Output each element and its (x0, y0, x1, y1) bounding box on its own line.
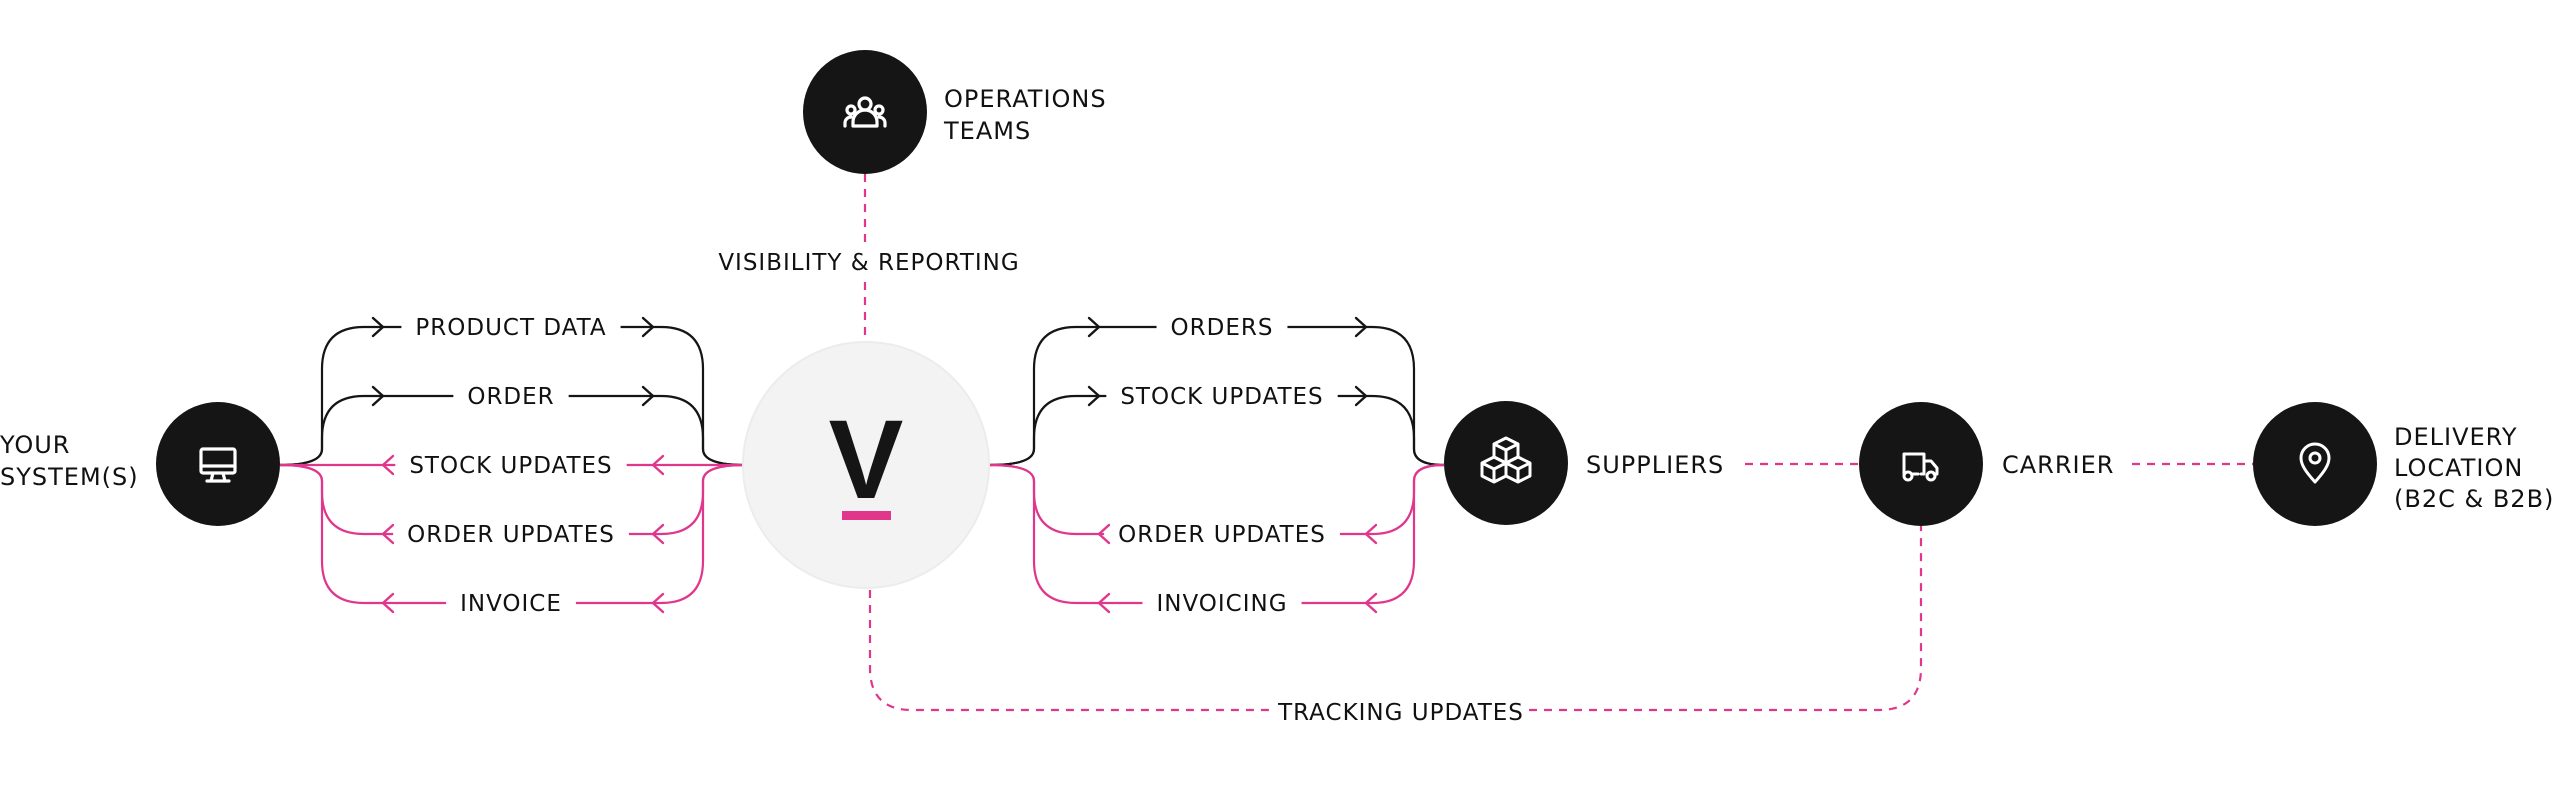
flow-arrow-icon (381, 523, 395, 545)
carrier-label: CARRIER (2002, 451, 2114, 479)
flow-arrow-icon (1364, 523, 1378, 545)
operations-node-circle (803, 50, 927, 174)
flow-arrow-icon (1364, 592, 1378, 614)
flow-arrow-icon (381, 592, 395, 614)
flow-label-gap (1142, 589, 1302, 617)
hub-circle (742, 341, 990, 589)
tracking-dashed-line-left (868, 590, 1274, 712)
monitor-icon (199, 447, 237, 483)
flow-arrow-icon (1087, 316, 1101, 338)
operations-label-line2: TEAMS (943, 117, 1031, 145)
flow-label: INVOICING (1156, 591, 1287, 617)
flow-label-gap (393, 520, 629, 548)
flow-label: STOCK UPDATES (409, 453, 612, 479)
flow-arrow-icon (641, 385, 655, 407)
connectors: PRODUCT DATA ORDER STOCK UPDATES ORDER UPDA… (279, 174, 2253, 712)
flow-label-gap (1106, 382, 1338, 410)
flow-label: ORDER UPDATES (1118, 522, 1326, 548)
flow-arrow-icon (381, 454, 395, 476)
flow-label: PRODUCT DATA (415, 315, 606, 341)
carrier-node: CARRIER (1859, 402, 2114, 526)
flow-label: ORDERS (1171, 315, 1274, 341)
delivery-location-node: DELIVERY LOCATION (B2C & B2B) (2253, 402, 2554, 526)
your-systems-node: YOUR SYSTEM(S) (0, 402, 280, 526)
flow-label: INVOICE (460, 591, 562, 617)
boxes-icon (1480, 436, 1532, 484)
flow-label: ORDER (467, 384, 554, 410)
flow-arrow-icon (371, 316, 385, 338)
flow-arrow-icon (1097, 523, 1111, 545)
flow-arrow-icon (1087, 385, 1101, 407)
flow-label-gap (1104, 520, 1340, 548)
platform-hub: V (742, 341, 990, 589)
delivery-label-line1: DELIVERY (2394, 423, 2517, 451)
flow-arrow-icon (1354, 385, 1368, 407)
tracking-updates-label: TRACKING UPDATES (1277, 700, 1524, 726)
flow-label-gap (446, 589, 576, 617)
suppliers-node: SUPPLIERS (1444, 401, 1724, 525)
hub-logo: V (829, 397, 904, 522)
visibility-reporting-label: VISIBILITY & REPORTING (718, 250, 1019, 276)
flow-arrow-icon (1354, 316, 1368, 338)
location-pin-icon (2299, 442, 2331, 484)
flow-arrow-icon (651, 523, 665, 545)
operations-teams-node: OPERATIONS TEAMS (803, 50, 1107, 174)
flow-arrow-icon (371, 385, 385, 407)
flow-label: STOCK UPDATES (1120, 384, 1323, 410)
operations-label-line1: OPERATIONS (944, 85, 1107, 113)
flow-label: ORDER UPDATES (407, 522, 615, 548)
carrier-node-circle (1859, 402, 1983, 526)
flow-label-gap (1156, 313, 1288, 341)
tracking-dashed-line-right (1529, 526, 1923, 712)
hub-logo-underline (842, 511, 891, 520)
delivery-label-line3: (B2C & B2B) (2394, 485, 2554, 513)
flow-label-gap (401, 313, 621, 341)
flow-arrow-icon (651, 454, 665, 476)
team-icon (843, 96, 887, 128)
your-systems-label-line1: YOUR (0, 431, 70, 459)
flow-arrow-icon (1097, 592, 1111, 614)
truck-icon (1902, 452, 1939, 482)
your-systems-node-circle (156, 402, 280, 526)
suppliers-label: SUPPLIERS (1586, 451, 1724, 479)
flow-arrow-icon (641, 316, 655, 338)
flow-label-gap (395, 451, 627, 479)
flow-label-gap (453, 382, 569, 410)
your-systems-label-line2: SYSTEM(S) (0, 463, 139, 491)
delivery-label-line2: LOCATION (2394, 454, 2523, 482)
flow-arrow-icon (651, 592, 665, 614)
